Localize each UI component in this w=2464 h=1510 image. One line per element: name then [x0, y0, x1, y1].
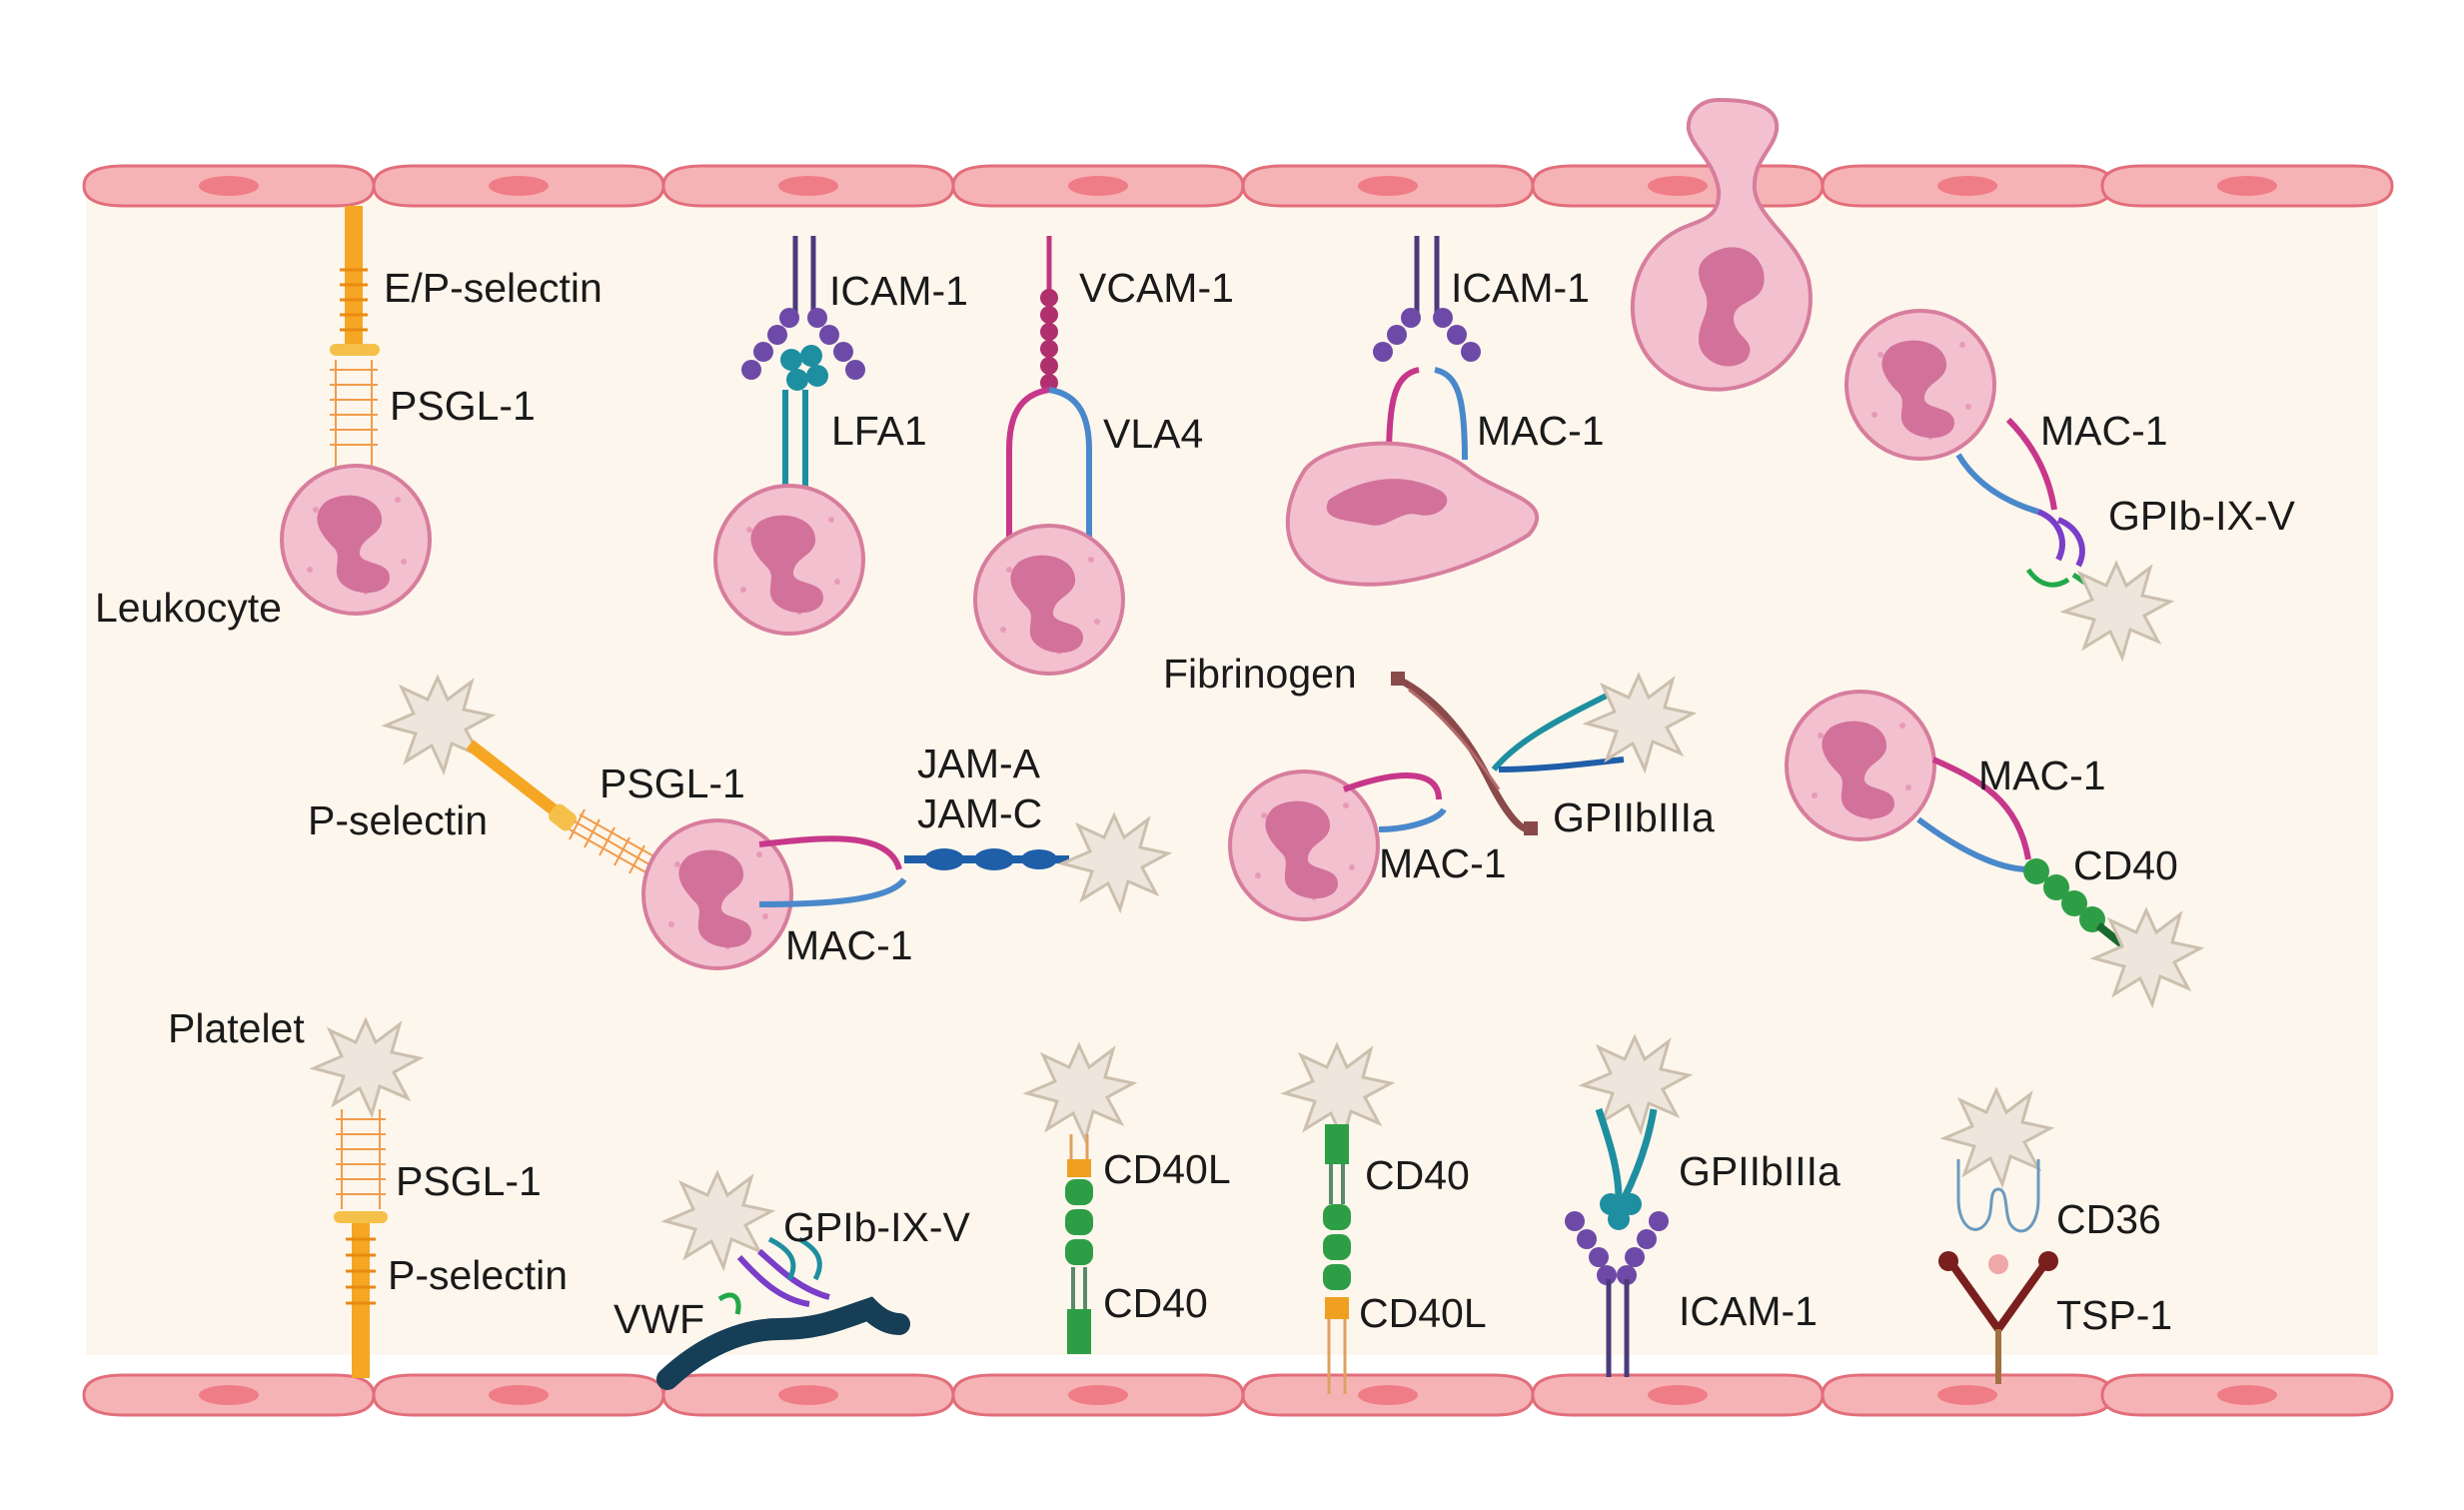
- label-vwf: VWF: [614, 1296, 704, 1342]
- bottom-endothelium: [82, 1373, 2394, 1417]
- label-vcam1: VCAM-1: [1079, 265, 1234, 311]
- label-mac1-a: MAC-1: [1477, 408, 1605, 454]
- label-cd40l-b: CD40L: [1359, 1290, 1487, 1336]
- cd40l-cd40-interaction-a: [1025, 1043, 1135, 1354]
- vcam1-vla4-interaction: [973, 236, 1125, 676]
- platelet-psgl1-pselectin: [312, 1018, 422, 1378]
- label-e-p-selectin: E/P-selectin: [384, 265, 603, 311]
- label-cd40-c: CD40: [1365, 1152, 1470, 1198]
- label-mac1-e: MAC-1: [1978, 753, 2106, 798]
- icam1-mac1-interaction: [1285, 236, 1539, 587]
- label-psgl1-top: PSGL-1: [390, 383, 536, 429]
- cd36-tsp1-interaction: [1938, 1088, 2058, 1384]
- label-mac1-d: MAC-1: [1379, 840, 1507, 886]
- label-p-selectin-bottom: P-selectin: [388, 1252, 568, 1298]
- fibrinogen-bridge-interaction: [1228, 672, 1695, 921]
- label-gpiibiiia-a: GPIIbIIIa: [1553, 794, 1715, 840]
- label-jam-c: JAM-C: [917, 790, 1042, 836]
- label-jam-a: JAM-A: [917, 741, 1041, 786]
- label-leukocyte: Leukocyte: [95, 585, 282, 631]
- selectin-psgl1-interaction: [280, 206, 432, 616]
- mac1-gpib-interaction: [1845, 309, 2172, 660]
- label-gpiibiiia-b: GPIIbIIIa: [1679, 1148, 1841, 1194]
- label-vla4: VLA4: [1103, 411, 1203, 457]
- label-icam1-a: ICAM-1: [829, 268, 968, 314]
- label-lfa1: LFA1: [831, 408, 927, 454]
- label-p-selectin-mid: P-selectin: [308, 797, 488, 843]
- label-tsp1: TSP-1: [2056, 1292, 2172, 1338]
- cd40-cd40l-interaction-b: [1283, 1043, 1393, 1394]
- mac1-cd40-interaction: [1785, 690, 2202, 1006]
- transmigrating-leukocyte: [1630, 97, 1813, 392]
- label-platelet: Platelet: [168, 1005, 305, 1051]
- label-icam1-b: ICAM-1: [1451, 265, 1590, 311]
- gpiibiiia-icam1-interaction: [1565, 1035, 1691, 1377]
- label-icam1-c: ICAM-1: [1679, 1288, 1818, 1334]
- vwf-gpib-interaction: [656, 1171, 910, 1390]
- icam1-lfa1-interaction: [713, 236, 865, 636]
- psgl1-mac1-jam-interaction: [384, 676, 1170, 970]
- label-cd40-a: CD40: [2073, 842, 2178, 888]
- label-gpib-ix-v-a: GPIb-IX-V: [2108, 493, 2295, 539]
- label-cd40-b: CD40: [1103, 1280, 1208, 1326]
- label-psgl1-bottom: PSGL-1: [396, 1158, 542, 1204]
- label-cd36: CD36: [2056, 1196, 2161, 1242]
- label-cd40l-a: CD40L: [1103, 1146, 1231, 1192]
- label-fibrinogen: Fibrinogen: [1163, 651, 1357, 697]
- label-psgl1-mid: PSGL-1: [600, 760, 745, 806]
- label-gpib-ix-v-b: GPIb-IX-V: [783, 1204, 970, 1250]
- label-mac1-b: MAC-1: [2040, 408, 2168, 454]
- label-mac1-c: MAC-1: [785, 922, 913, 968]
